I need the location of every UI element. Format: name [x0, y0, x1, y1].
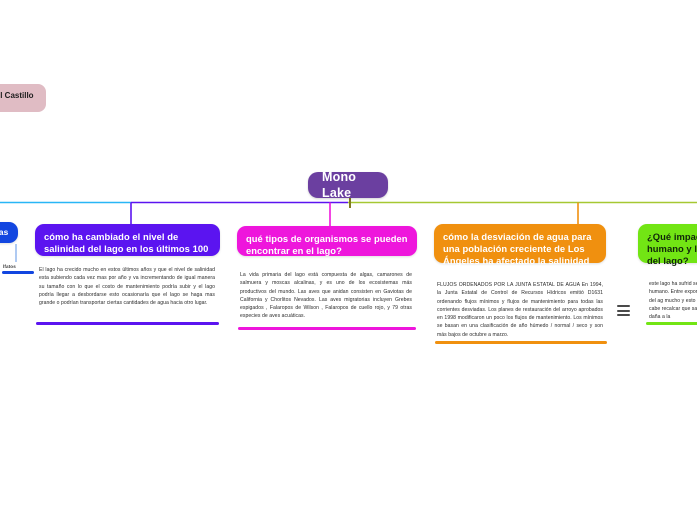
branch-node-desviacion[interactable]: cómo la desviación de agua para una pobl… [434, 224, 606, 279]
branch-node-salinidad[interactable]: cómo ha cambiado el nivel de salinidad d… [35, 224, 220, 266]
branch-node-impacto-label: ¿Qué impacto humano y la del lago? [647, 231, 697, 267]
note-rule-salinidad [36, 322, 219, 325]
note-impacto: este lago ha sufrid ser humano. Entre ex… [649, 281, 697, 320]
author-card-sublabel: · [0, 103, 38, 111]
root-node-label: Mono Lake [322, 169, 357, 200]
note-organismos: La vida primaria del lago está compuesta… [240, 272, 412, 320]
author-card[interactable]: Del Castillo · [0, 84, 46, 112]
branch-node-organismos[interactable]: qué tipos de organismos se pueden encont… [237, 226, 417, 256]
note-salinidad: El lago ha crecido mucho en estos último… [39, 267, 215, 306]
note-rule-desviacion [435, 341, 607, 344]
clipped-left-note: lfatos [3, 264, 16, 269]
branch-node-desviacion-label: cómo la desviación de agua para una pobl… [443, 231, 592, 279]
branch-node-clipped-left[interactable]: eltas [0, 222, 18, 243]
branch-node-organismos-label: qué tipos de organismos se pueden encont… [246, 233, 408, 257]
clipped-left-rule [2, 271, 34, 274]
note-rule-organismos [238, 327, 416, 330]
root-node-mono-lake[interactable]: Mono Lake [308, 170, 388, 200]
branch-node-clipped-left-label: eltas [0, 226, 9, 237]
menu-icon[interactable] [617, 305, 630, 316]
author-card-label: Del Castillo [0, 91, 34, 100]
note-desviacion: FLUJOS ORDENADOS POR LA JUNTA ESTATAL DE… [437, 282, 603, 338]
branch-node-impacto[interactable]: ¿Qué impacto humano y la del lago? [638, 224, 697, 267]
branch-node-salinidad-label: cómo ha cambiado el nivel de salinidad d… [44, 231, 209, 267]
note-rule-impacto [646, 322, 697, 325]
